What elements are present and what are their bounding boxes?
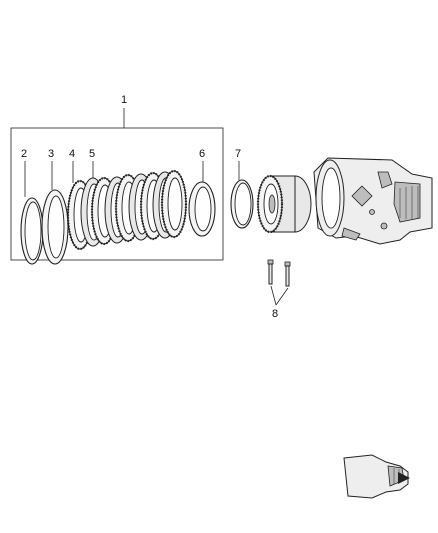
callout-6[interactable]: 6 bbox=[199, 148, 205, 160]
callout-8[interactable]: 8 bbox=[272, 308, 278, 320]
clutch-pack-group-box bbox=[10, 127, 224, 261]
callout-7[interactable]: 7 bbox=[235, 148, 241, 160]
seal-ring[interactable] bbox=[230, 179, 254, 229]
locator-thumbnail bbox=[343, 454, 410, 499]
bolt[interactable] bbox=[284, 261, 291, 287]
reaction-plate[interactable] bbox=[188, 181, 216, 237]
clutch-disc-pack[interactable] bbox=[66, 169, 188, 251]
leader-line-8b bbox=[275, 287, 289, 306]
snap-ring[interactable] bbox=[20, 197, 44, 265]
callout-5[interactable]: 5 bbox=[89, 148, 95, 160]
callout-2[interactable]: 2 bbox=[21, 148, 27, 160]
transmission-case[interactable] bbox=[313, 157, 433, 245]
callout-4[interactable]: 4 bbox=[69, 148, 75, 160]
pressure-plate[interactable] bbox=[41, 189, 69, 265]
callout-3[interactable]: 3 bbox=[48, 148, 54, 160]
leader-line-8a bbox=[270, 285, 277, 306]
bolt[interactable] bbox=[267, 259, 274, 285]
callout-1[interactable]: 1 bbox=[121, 94, 127, 106]
clutch-drum[interactable] bbox=[256, 174, 312, 234]
friction-disc bbox=[160, 169, 188, 239]
